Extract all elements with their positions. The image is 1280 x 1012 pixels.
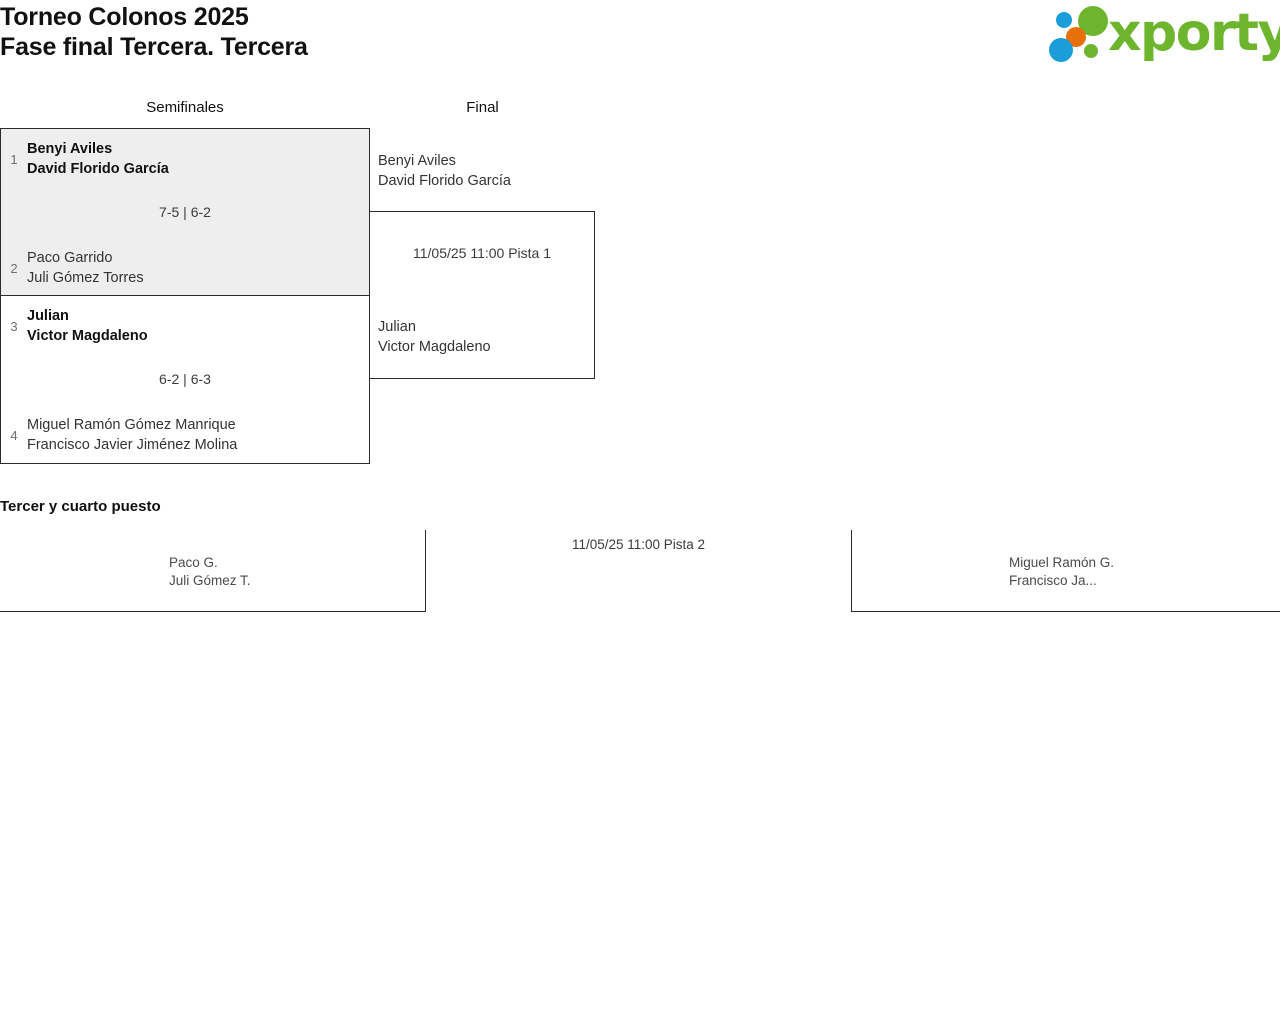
logo-dot-blue-small — [1056, 12, 1072, 28]
match-semifinal-2[interactable]: 3 Julian Victor Magdaleno 6-2 | 6-3 4 Mi… — [0, 295, 370, 464]
player-name-2: Juli Gómez T. — [169, 572, 251, 588]
match-schedule-info: 11/05/25 11:00 Pista 1 — [412, 245, 552, 261]
player-name-1: Benyi Aviles — [27, 141, 113, 157]
round-header-semifinals: Semifinales — [146, 99, 224, 116]
player-name-2: Juli Gómez Torres — [27, 269, 144, 286]
player-name-1: Miguel Ramón G. — [1009, 555, 1115, 570]
phase-name: Fase final Tercera. Tercera — [0, 33, 308, 61]
player-name-2: Francisco Javier Jiménez Molina — [27, 436, 238, 453]
player-name-1: Julian — [378, 319, 416, 335]
team-players: Miguel Ramón Gómez Manrique Francisco Ja… — [27, 416, 237, 455]
tournament-name: Torneo Colonos 2025 — [0, 3, 249, 31]
player-name-2: David Florido García — [27, 160, 169, 177]
logo-dot-green-small — [1084, 44, 1098, 58]
player-name-2: Francisco Ja... — [1009, 572, 1097, 588]
third-place-team-left-box[interactable]: Paco G. Juli Gómez T. — [0, 530, 426, 612]
team-players: Julian Victor Magdaleno — [27, 307, 148, 346]
logo-wordmark: xporty — [1108, 3, 1280, 63]
match-semifinal-1[interactable]: 1 Benyi Aviles David Florido García 7-5 … — [0, 128, 370, 296]
seed-number: 2 — [10, 261, 18, 276]
match-score: 6-2 | 6-3 — [159, 371, 211, 387]
logo-dot-blue-large — [1049, 38, 1073, 62]
third-place-schedule-info: 11/05/25 11:00 Pista 2 — [571, 537, 706, 552]
match-team-top[interactable]: Benyi Aviles David Florido García — [378, 152, 511, 191]
seed-number: 3 — [10, 319, 18, 334]
seed-number: 4 — [10, 428, 18, 443]
player-name-1: Benyi Aviles — [378, 153, 456, 169]
player-name-2: David Florido García — [378, 172, 511, 189]
match-team-top[interactable]: 1 Benyi Aviles David Florido García — [1, 140, 169, 179]
match-team-top[interactable]: 3 Julian Victor Magdaleno — [1, 307, 148, 346]
player-name-1: Miguel Ramón Gómez Manrique — [27, 417, 236, 433]
third-place-heading: Tercer y cuarto puesto — [0, 498, 161, 515]
match-team-bottom[interactable]: Julian Victor Magdaleno — [378, 318, 491, 357]
team-players: Benyi Aviles David Florido García — [27, 140, 169, 179]
match-final[interactable]: Benyi Aviles David Florido García 11/05/… — [370, 153, 595, 379]
page-header: Torneo Colonos 2025 Fase final Tercera. … — [0, 0, 1280, 88]
player-name-1: Julian — [27, 308, 69, 324]
match-team-bottom[interactable]: 4 Miguel Ramón Gómez Manrique Francisco … — [1, 416, 237, 455]
player-name-2: Victor Magdaleno — [378, 338, 491, 355]
logo-dots-icon — [1048, 6, 1116, 64]
seed-number: 1 — [10, 152, 18, 167]
xporty-logo[interactable]: xporty — [1048, 3, 1280, 66]
match-team-bottom[interactable]: 2 Paco Garrido Juli Gómez Torres — [1, 249, 144, 288]
third-place-team-right-box[interactable]: Miguel Ramón G. Francisco Ja... — [851, 530, 1280, 612]
player-name-1: Paco G. — [169, 555, 218, 570]
team-players: Paco G. Juli Gómez T. — [169, 554, 251, 589]
round-header-final: Final — [466, 99, 499, 116]
team-players: Paco Garrido Juli Gómez Torres — [27, 249, 144, 288]
match-score: 7-5 | 6-2 — [159, 204, 211, 220]
player-name-1: Paco Garrido — [27, 250, 113, 266]
team-players: Miguel Ramón G. Francisco Ja... — [1009, 554, 1114, 589]
player-name-2: Victor Magdaleno — [27, 327, 148, 344]
logo-dot-orange — [1066, 27, 1086, 47]
page-title: Torneo Colonos 2025 Fase final Tercera. … — [0, 2, 308, 62]
